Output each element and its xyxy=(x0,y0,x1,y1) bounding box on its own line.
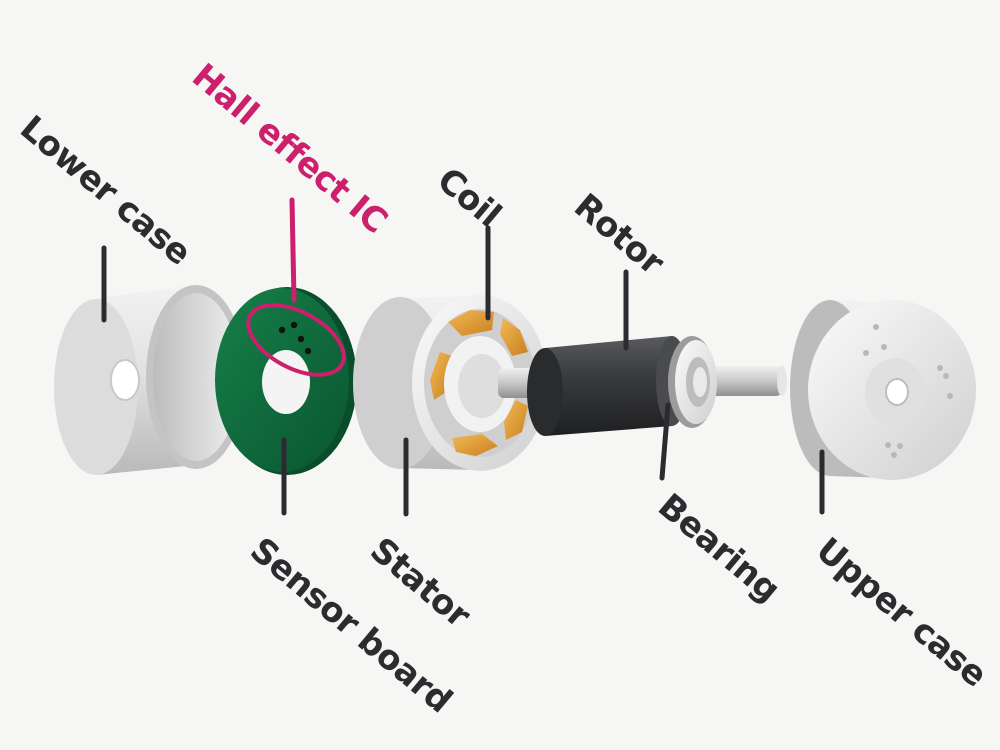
leader-lines xyxy=(101,197,825,517)
leader-bearing xyxy=(659,402,671,481)
hall-sensor-pads xyxy=(278,321,312,355)
bearing xyxy=(668,336,717,428)
stator xyxy=(353,295,548,471)
upper-case xyxy=(790,300,976,480)
coil-windings xyxy=(430,310,528,456)
lower-case xyxy=(54,285,246,475)
rotor xyxy=(498,336,787,436)
hall-ic-highlight xyxy=(246,303,346,377)
mounting-holes xyxy=(863,324,953,458)
leader-hall-effect-ic xyxy=(289,197,297,303)
